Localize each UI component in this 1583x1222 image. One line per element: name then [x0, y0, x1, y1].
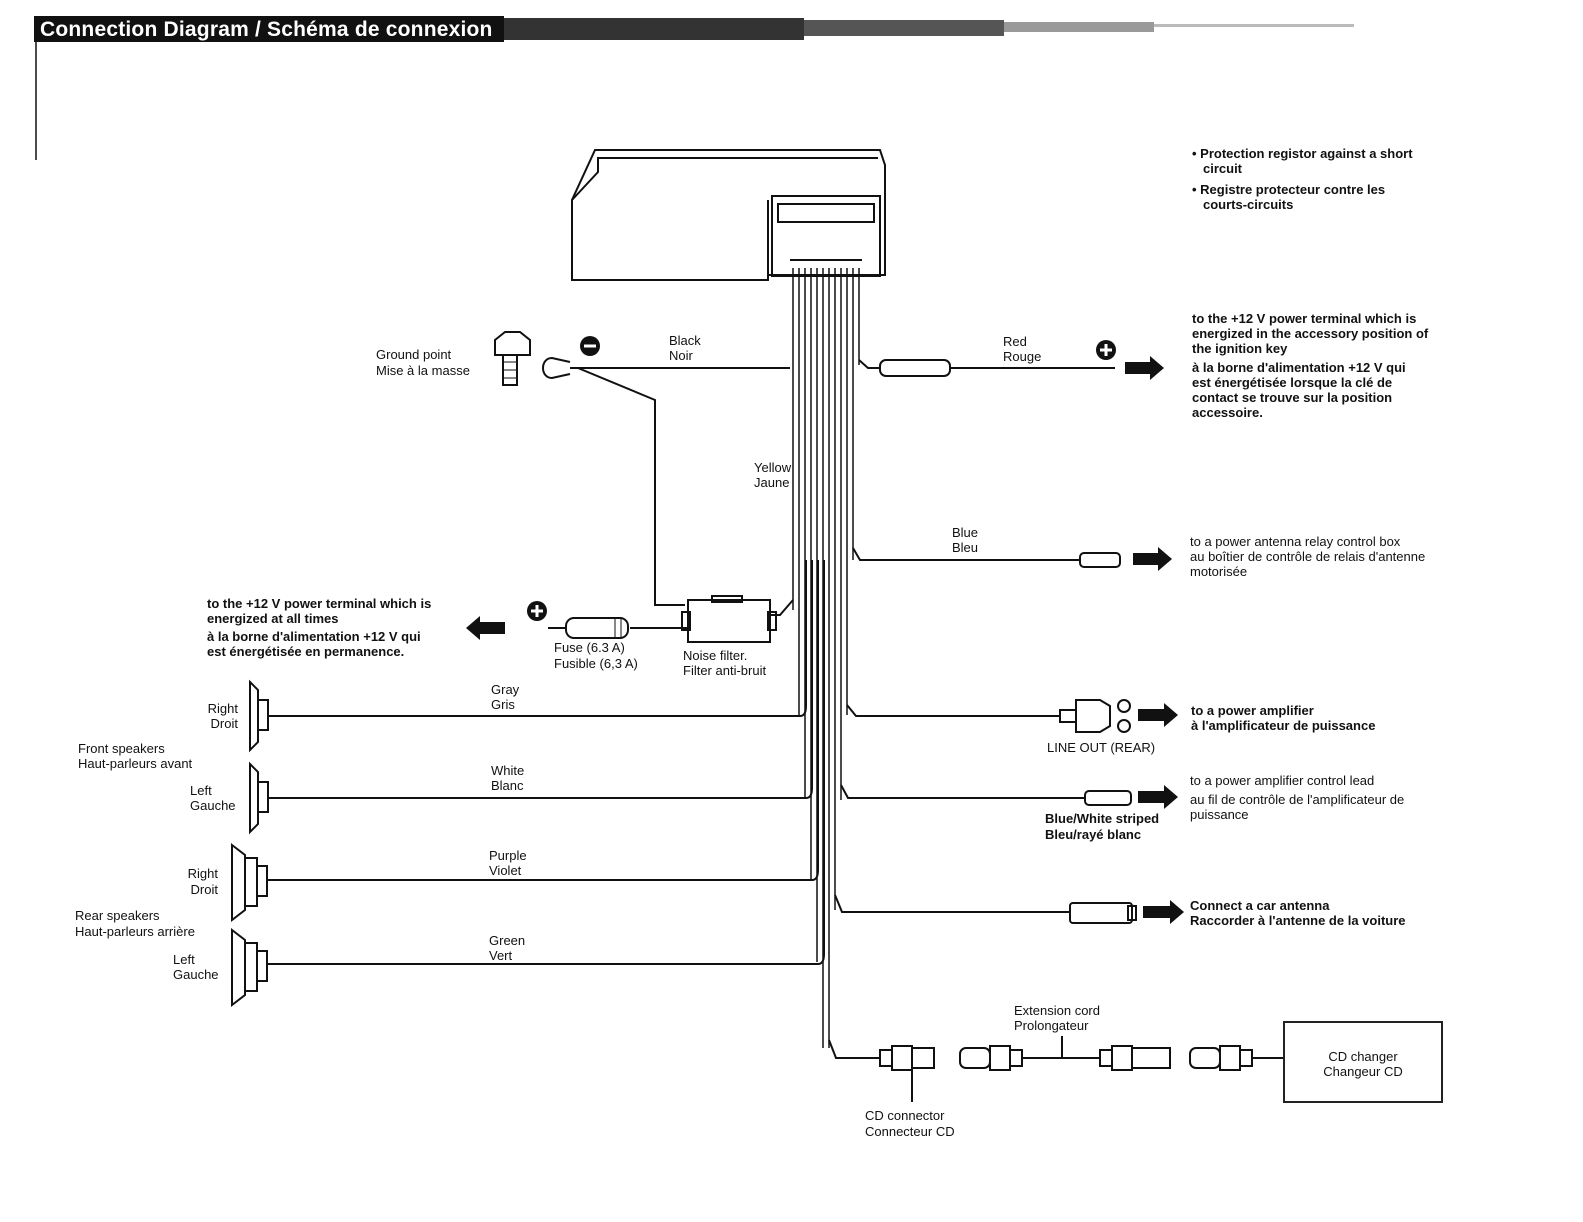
red-wire-label: Red: [1003, 334, 1027, 349]
cd-connector-plug: [879, 1045, 935, 1102]
arrow-right-icon: [1143, 900, 1184, 924]
white-wire-label: White: [491, 763, 525, 778]
rear-left-label-fr: Gauche: [173, 967, 219, 982]
blue-white-wire-label: Blue/White striped: [1045, 811, 1160, 826]
antenna-relay-note-fr-2: motorisée: [1190, 564, 1248, 579]
rear-right-label-fr: Droit: [190, 882, 218, 897]
arrow-left-icon: [466, 616, 505, 640]
rear-right-label: Right: [187, 866, 218, 881]
car-antenna-note: Connect a car antenna: [1190, 898, 1330, 913]
arrow-right-icon: [1138, 785, 1178, 809]
arrow-right-icon: [1133, 547, 1172, 571]
yellow-wire-label: Yellow: [754, 460, 792, 475]
cd-connector-label: CD connector: [865, 1108, 945, 1123]
page-title: Connection Diagram / Schéma de connexion: [40, 18, 493, 41]
accessory-terminal-note: to the +12 V power terminal which is ene…: [1192, 311, 1429, 420]
purple-wire-label: Purple: [489, 848, 527, 863]
blue-wire-label-fr: Bleu: [952, 540, 979, 555]
front-right-label-fr: Droit: [210, 716, 238, 731]
green-wire-label-fr: Vert: [489, 948, 513, 963]
extension-cord-label: Extension cord: [1014, 1003, 1100, 1018]
amp-control-note-fr: au fil de contrôle de l'amplificateur de: [1190, 792, 1405, 807]
constant-terminal-note: to the +12 V power terminal which is ene…: [207, 596, 432, 659]
ground-bolt: [494, 331, 531, 386]
extension-cord: [959, 1036, 1171, 1071]
rear-speakers-label: Rear speakers: [75, 908, 160, 923]
rear-left-label: Left: [173, 952, 195, 967]
gray-wire-label: Gray: [491, 682, 520, 697]
power-amp-note: to a power amplifier: [1191, 703, 1314, 718]
front-left-label-fr: Gauche: [190, 798, 236, 813]
car-antenna-note-fr: Raccorder à l'antenne de la voiture: [1190, 913, 1406, 928]
yellow-wire-label-fr: Jaune: [754, 475, 790, 490]
line-out-label: LINE OUT (REAR): [1047, 740, 1156, 755]
power-amp-note-fr: à l'amplificateur de puissance: [1191, 718, 1376, 733]
blue-white-wire-label-fr: Bleu/rayé blanc: [1045, 827, 1142, 842]
cd-connector-label-fr: Connecteur CD: [865, 1124, 955, 1139]
rear-left-speaker: [231, 927, 268, 1008]
arrow-right-icon: [1125, 356, 1164, 380]
antenna-relay-note: to a power antenna relay control box: [1190, 534, 1401, 549]
red-wire-label-fr: Rouge: [1003, 349, 1042, 364]
white-wire-label-fr: Blanc: [491, 778, 524, 793]
ground-label-fr: Mise à la masse: [376, 363, 470, 378]
noise-filter-label-fr: Filter anti-bruit: [683, 663, 767, 678]
front-left-label: Left: [190, 783, 212, 798]
antenna-relay-note-fr: au boîtier de contrôle de relais d'anten…: [1190, 549, 1426, 564]
front-right-speaker: [249, 679, 269, 753]
black-wire-label: Black: [669, 333, 701, 348]
front-right-label: Right: [207, 701, 238, 716]
noise-filter-label: Noise filter.: [683, 648, 748, 663]
arrow-right-icon: [1138, 703, 1178, 727]
purple-wire-label-fr: Violet: [489, 863, 522, 878]
extension-cord-label-fr: Prolongateur: [1014, 1018, 1089, 1033]
black-wire-label-fr: Noir: [669, 348, 693, 363]
fuse-label: Fuse (6.3 A): [554, 640, 625, 655]
blue-wire-label: Blue: [952, 525, 979, 540]
rear-speakers-label-fr: Haut-parleurs arrière: [75, 924, 195, 939]
amp-control-note-fr-2: puissance: [1190, 807, 1249, 822]
ground-label-en: Ground point: [376, 347, 452, 362]
head-unit: [571, 149, 886, 281]
cd-changer-plug: [1189, 1045, 1283, 1071]
green-wire-label: Green: [489, 933, 526, 948]
amp-control-note: to a power amplifier control lead: [1190, 773, 1375, 788]
cd-changer-box: CD changer Changeur CD: [1283, 1021, 1443, 1103]
rca-line-out: [1059, 699, 1131, 733]
rear-right-speaker: [231, 842, 268, 923]
front-left-speaker: [249, 761, 269, 835]
protection-note: • Protection registor against a short ci…: [1192, 146, 1413, 212]
title-bar: [34, 16, 1354, 42]
cd-changer-label-fr: Changeur CD: [1323, 1064, 1403, 1079]
front-speakers-label-fr: Haut-parleurs avant: [78, 756, 193, 771]
front-speakers-label: Front speakers: [78, 741, 165, 756]
fuse-label-fr: Fusible (6,3 A): [554, 656, 638, 671]
gray-wire-label-fr: Gris: [491, 697, 515, 712]
cd-changer-label: CD changer: [1328, 1049, 1398, 1064]
noise-filter: [681, 595, 777, 643]
